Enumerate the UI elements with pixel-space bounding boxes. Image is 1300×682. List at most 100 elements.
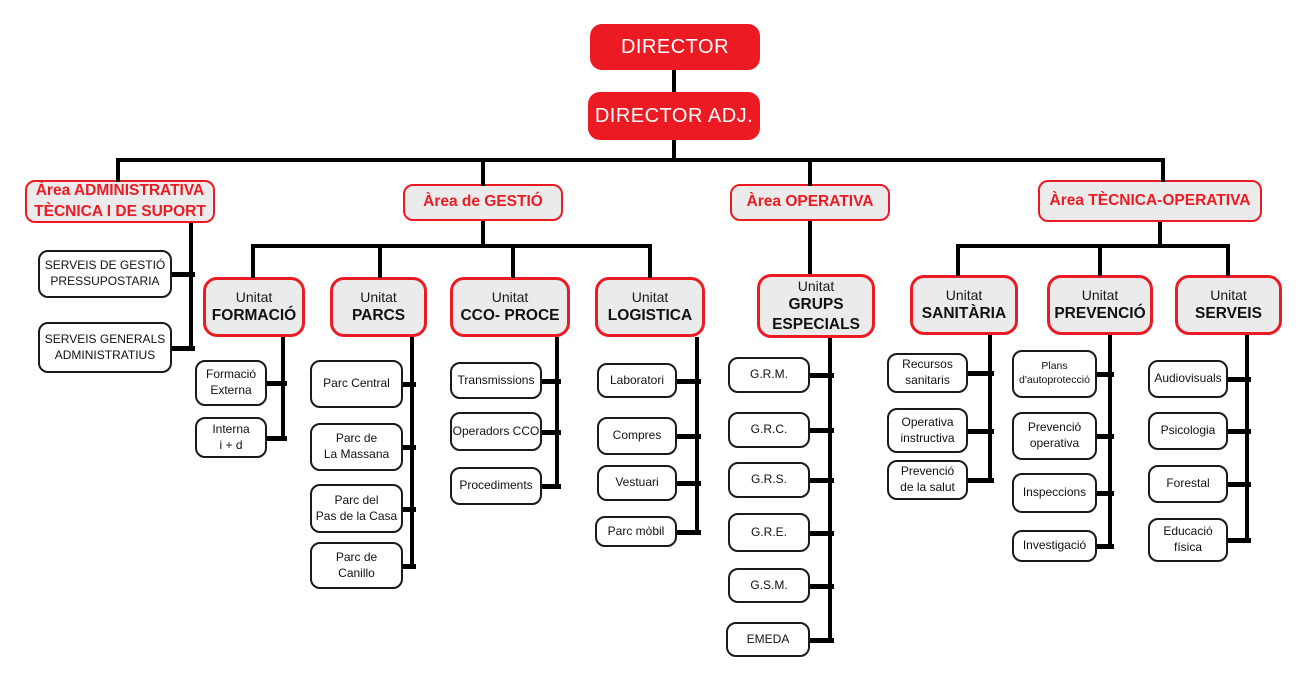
node-label: Unitat: [945, 286, 983, 303]
connector-line: [1098, 244, 1102, 276]
connector-line: [808, 221, 812, 274]
node-label: SERVEIS: [1195, 305, 1262, 323]
connector-line: [956, 244, 960, 276]
connector-line: [172, 272, 195, 277]
node-label: SERVEIS DE GESTIÓ: [44, 258, 166, 273]
node-label: Vestuari: [615, 475, 659, 490]
node-label: GRUPS: [788, 295, 844, 313]
node-label: Recursos: [902, 357, 953, 372]
connector-line: [677, 481, 701, 486]
connector-line: [542, 484, 561, 489]
node-inspeccions: Inspeccions: [1012, 473, 1097, 513]
connector-line: [677, 530, 701, 535]
node-label: Educació: [1163, 524, 1213, 539]
node-label: física: [1173, 540, 1202, 554]
node-label: G.R.M.: [750, 367, 788, 382]
node-label: DIRECTOR ADJ.: [594, 104, 754, 127]
node-label: Transmissions: [457, 372, 535, 387]
node-label: PREVENCIÓ: [1054, 305, 1146, 323]
node-label: DIRECTOR: [620, 35, 730, 58]
node-label: EMEDA: [746, 631, 790, 646]
connector-line: [251, 244, 652, 248]
node-label: Psicologia: [1160, 423, 1216, 438]
connector-line: [810, 584, 834, 589]
connector-line: [281, 337, 285, 441]
node-label: Forestal: [1166, 476, 1210, 491]
connector-line: [1228, 482, 1251, 487]
connector-line: [968, 371, 994, 376]
connector-line: [1097, 372, 1114, 377]
node-grs: G.R.S.: [728, 462, 810, 498]
node-label: operativa: [1029, 436, 1080, 450]
node-director-adj: DIRECTOR ADJ.: [588, 92, 760, 140]
connector-line: [1228, 377, 1251, 382]
connector-line: [542, 430, 561, 435]
node-label: Compres: [612, 428, 662, 443]
connector-line: [810, 531, 834, 536]
connector-line: [481, 158, 485, 186]
connector-line: [1228, 538, 1251, 543]
connector-line: [403, 382, 416, 387]
node-label: PRESSUPOSTARIA: [50, 274, 160, 288]
node-area-tecnica: Àrea TÈCNICA-OPERATIVA: [1038, 180, 1262, 222]
connector-line: [672, 70, 676, 92]
connector-line: [810, 478, 834, 483]
connector-line: [542, 379, 561, 384]
node-label: PARCS: [351, 307, 406, 325]
connector-line: [267, 436, 287, 441]
node-label: G.R.C.: [750, 422, 788, 437]
node-label: Àrea TÈCNICA-OPERATIVA: [1049, 191, 1251, 209]
node-label: Externa: [210, 383, 252, 397]
node-label: Unitat: [797, 277, 835, 294]
connector-line: [956, 244, 1230, 248]
node-label: ADMINISTRATIUS: [54, 347, 156, 362]
connector-line: [116, 158, 1165, 162]
node-label: SANITÀRIA: [921, 305, 1007, 323]
node-label: Unitat: [1210, 286, 1247, 303]
node-vestuari: Vestuari: [597, 465, 677, 501]
node-label: i + d: [219, 437, 243, 452]
node-label: Prevenció: [1027, 420, 1082, 435]
connector-line: [810, 428, 834, 433]
node-label: Canillo: [338, 565, 375, 580]
node-label: ESPECIALS: [772, 316, 860, 334]
connector-line: [481, 221, 485, 246]
connector-line: [810, 373, 834, 378]
node-area-gestio: Àrea de GESTIÓ: [403, 184, 563, 221]
connector-line: [555, 337, 559, 489]
node-label: Laboratori: [609, 372, 665, 387]
node-label: Formació: [205, 367, 256, 382]
node-label: Prevenció: [900, 464, 955, 479]
connector-line: [988, 335, 992, 483]
connector-line: [1158, 222, 1162, 246]
node-label: Àrea OPERATIVA: [746, 193, 874, 211]
connector-line: [1097, 434, 1114, 439]
connector-line: [677, 379, 701, 384]
node-procediments: Procediments: [450, 467, 542, 505]
node-parc-mobil: Parc mòbil: [595, 516, 677, 547]
node-label: G.R.E.: [750, 524, 787, 539]
connector-line: [403, 445, 416, 450]
node-label: Interna: [212, 421, 250, 436]
node-grc: G.R.C.: [728, 412, 810, 448]
node-label: Inspeccions: [1022, 485, 1087, 500]
node-label: Operadors CCO: [452, 423, 540, 438]
connector-line: [172, 346, 195, 351]
node-director: DIRECTOR: [590, 24, 760, 70]
connector-line: [808, 158, 812, 186]
node-audiovisuals: Audiovisuals: [1148, 360, 1228, 398]
connector-line: [677, 434, 701, 439]
node-parc-central: Parc Central: [310, 360, 403, 408]
connector-line: [1108, 335, 1112, 549]
connector-line: [672, 140, 676, 160]
